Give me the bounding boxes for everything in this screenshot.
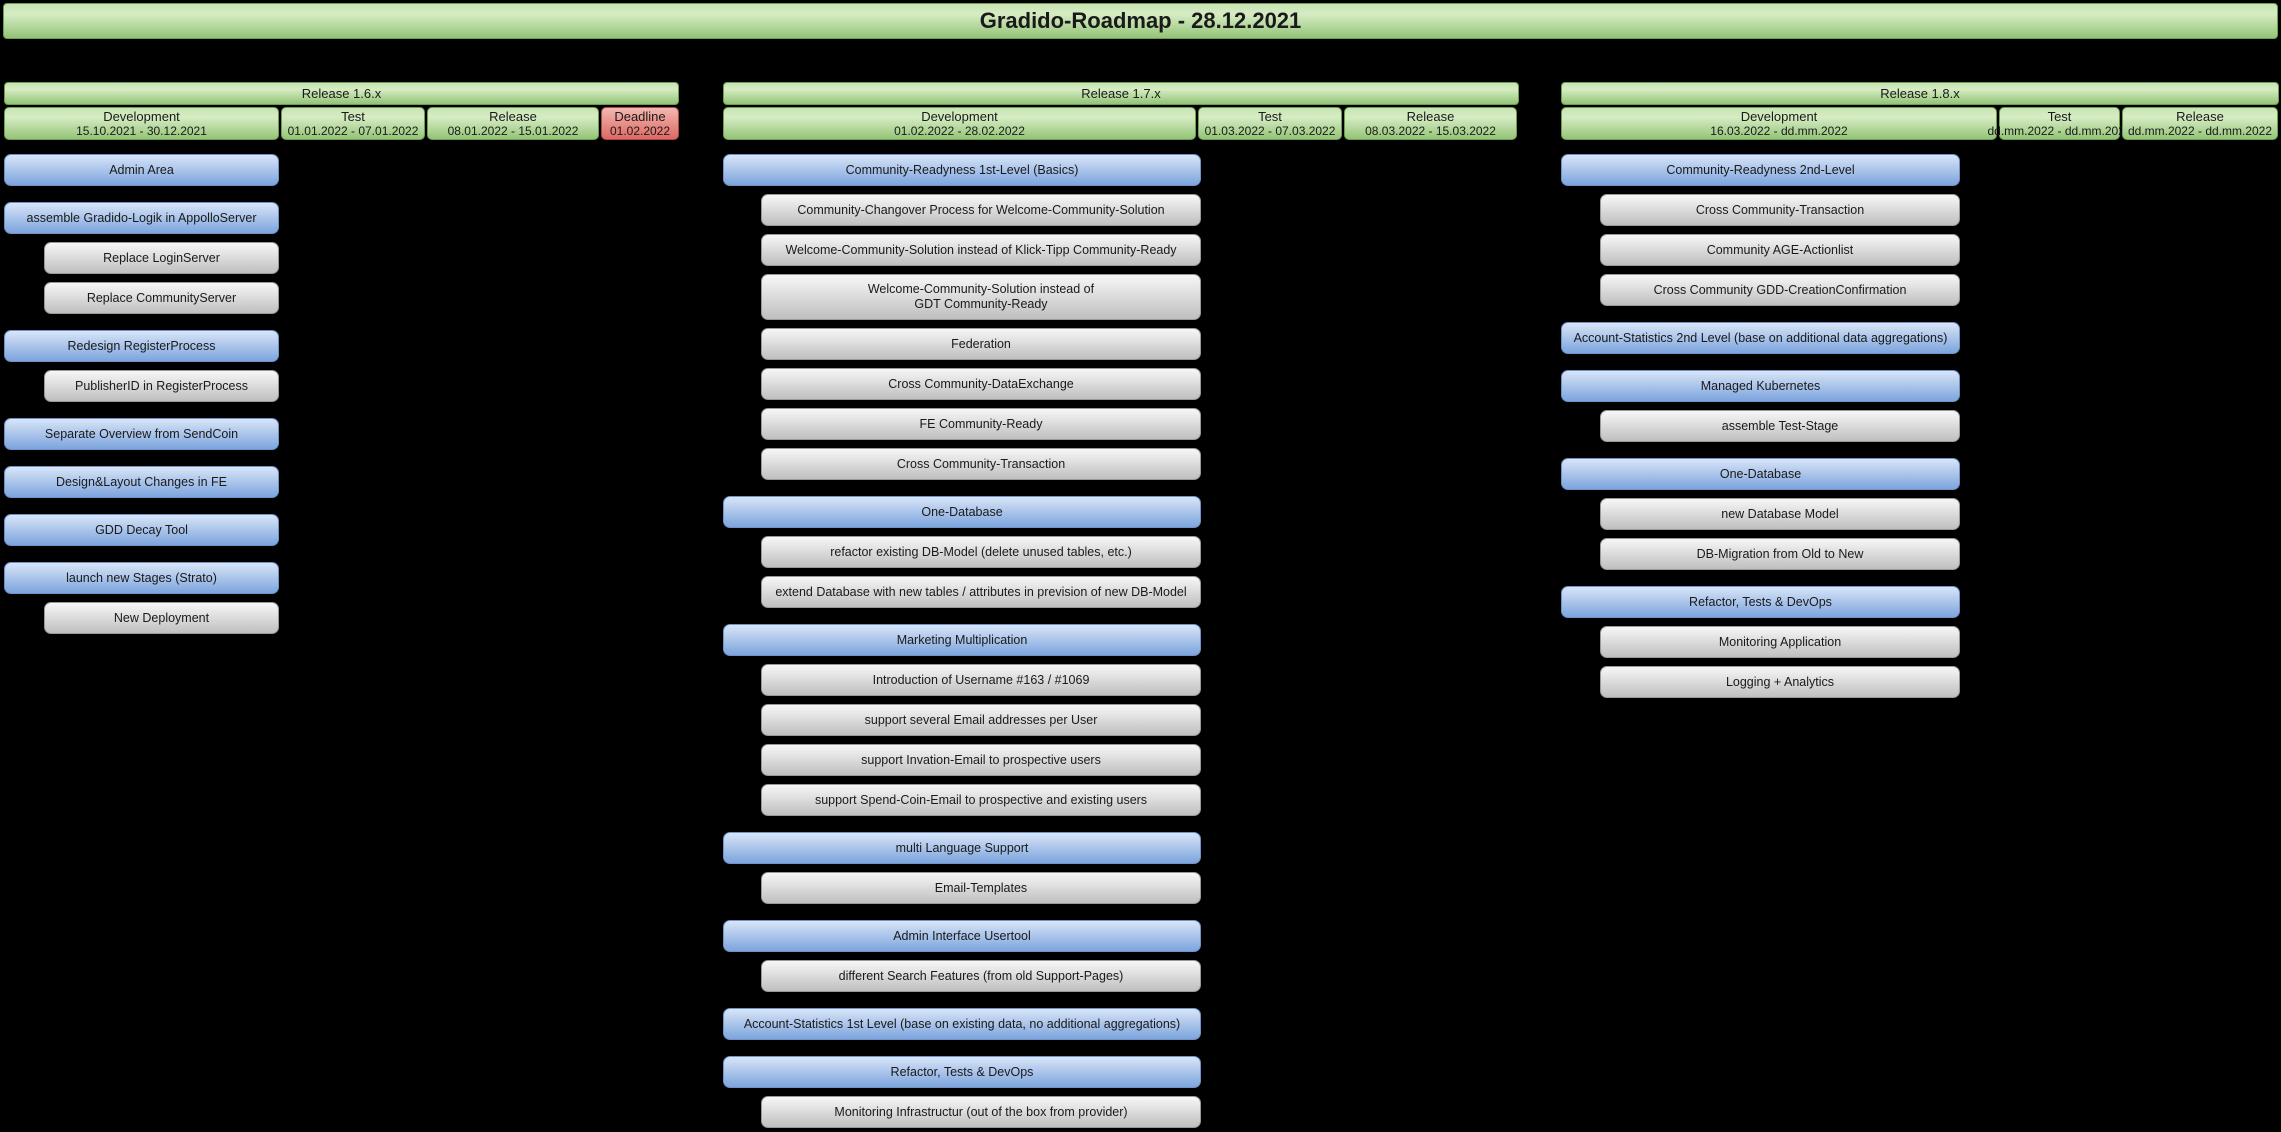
task-list: Admin Area assemble Gradido-Logik in Appo… — [4, 154, 679, 634]
subtask-box: new Database Model — [1600, 498, 1960, 530]
subtask-box: support several Email addresses per User — [761, 704, 1201, 736]
subtask-box: Cross Community-Transaction — [1600, 194, 1960, 226]
phase-dates: 08.01.2022 - 15.01.2022 — [447, 123, 579, 138]
phase-dates: 16.03.2022 - dd.mm.2022 — [1710, 123, 1848, 138]
feature-box: Refactor, Tests & DevOps — [723, 1056, 1201, 1088]
phase-dates: 01.02.2022 — [609, 123, 671, 138]
subtask-box: DB-Migration from Old to New — [1600, 538, 1960, 570]
phase-name: Test — [341, 108, 365, 124]
release-header: Release 1.6.x — [4, 82, 679, 105]
release-header: Release 1.7.x — [723, 82, 1519, 105]
phase-dates: 08.03.2022 - 15.03.2022 — [1365, 123, 1496, 138]
subtask-box: Replace LoginServer — [44, 242, 279, 274]
feature-box: launch new Stages (Strato) — [4, 562, 279, 594]
feature-box: Redesign RegisterProcess — [4, 330, 279, 362]
subtask-box: support Spend-Coin-Email to prospective … — [761, 784, 1201, 816]
subtask-box: Replace CommunityServer — [44, 282, 279, 314]
phase-name: Test — [1258, 108, 1282, 124]
phase-name: Release — [1406, 108, 1455, 124]
feature-box: Marketing Multiplication — [723, 624, 1201, 656]
feature-box: Design&Layout Changes in FE — [4, 466, 279, 498]
phase-name: Release — [489, 108, 537, 124]
phase-dates: dd.mm.2022 - dd.mm.2022 — [2127, 123, 2273, 138]
subtask-box: Welcome-Community-Solution instead of GD… — [761, 274, 1201, 320]
feature-box: Separate Overview from SendCoin — [4, 418, 279, 450]
subtask-box: Cross Community GDD-CreationConfirmation — [1600, 274, 1960, 306]
feature-box: Managed Kubernetes — [1561, 370, 1960, 402]
subtask-box: assemble Test-Stage — [1600, 410, 1960, 442]
phase-dates: dd.mm.2022 - dd.mm.2022 — [1987, 123, 2132, 138]
subtask-box: different Search Features (from old Supp… — [761, 960, 1201, 992]
subtask-box: Cross Community-Transaction — [761, 448, 1201, 480]
feature-box: One-Database — [723, 496, 1201, 528]
feature-box: Account-Statistics 1st Level (base on ex… — [723, 1008, 1201, 1040]
feature-box: One-Database — [1561, 458, 1960, 490]
feature-box: Account-Statistics 2nd Level (base on ad… — [1561, 322, 1960, 354]
feature-box: Refactor, Tests & DevOps — [1561, 586, 1960, 618]
page-title: Gradido-Roadmap - 28.12.2021 — [3, 3, 2278, 39]
phase-name: Development — [103, 108, 180, 124]
feature-box: Admin Interface Usertool — [723, 920, 1201, 952]
phase-name: Test — [2047, 108, 2072, 124]
subtask-box: Email-Templates — [761, 872, 1201, 904]
subtask-box: refactor existing DB-Model (delete unuse… — [761, 536, 1201, 568]
subtask-box: support Invation-Email to prospective us… — [761, 744, 1201, 776]
feature-box: multi Language Support — [723, 832, 1201, 864]
feature-box: assemble Gradido-Logik in AppolloServer — [4, 202, 279, 234]
phase-dates: 01.02.2022 - 28.02.2022 — [894, 123, 1025, 138]
subtask-box: Introduction of Username #163 / #1069 — [761, 664, 1201, 696]
phase-dates: 15.10.2021 - 30.12.2021 — [76, 123, 207, 138]
subtask-box: PublisherID in RegisterProcess — [44, 370, 279, 402]
subtask-box: extend Database with new tables / attrib… — [761, 576, 1201, 608]
phase-name: Deadline — [614, 108, 666, 124]
subtask-box: Monitoring Infrastructur (out of the box… — [761, 1096, 1201, 1128]
phase-name: Release — [2176, 108, 2224, 124]
subtask-box: Monitoring Application — [1600, 626, 1960, 658]
feature-box: GDD Decay Tool — [4, 514, 279, 546]
subtask-box: Community AGE-Actionlist — [1600, 234, 1960, 266]
subtask-box: Welcome-Community-Solution instead of Kl… — [761, 234, 1201, 266]
release-header: Release 1.8.x — [1561, 82, 2279, 105]
feature-box: Community-Readyness 2nd-Level — [1561, 154, 1960, 186]
phase-dates: 01.03.2022 - 07.03.2022 — [1204, 123, 1336, 138]
subtask-box: Community-Changover Process for Welcome-… — [761, 194, 1201, 226]
task-list: Community-Readyness 1st-Level (Basics) Co… — [723, 154, 1519, 1128]
subtask-box: Logging + Analytics — [1600, 666, 1960, 698]
phase-dates: 01.01.2022 - 07.01.2022 — [287, 123, 419, 138]
subtask-box: Federation — [761, 328, 1201, 360]
subtask-box: FE Community-Ready — [761, 408, 1201, 440]
subtask-box: Cross Community-DataExchange — [761, 368, 1201, 400]
feature-box: Community-Readyness 1st-Level (Basics) — [723, 154, 1201, 186]
subtask-box: New Deployment — [44, 602, 279, 634]
feature-box: Admin Area — [4, 154, 279, 186]
phase-name: Development — [921, 108, 998, 124]
phase-name: Development — [1740, 108, 1818, 124]
